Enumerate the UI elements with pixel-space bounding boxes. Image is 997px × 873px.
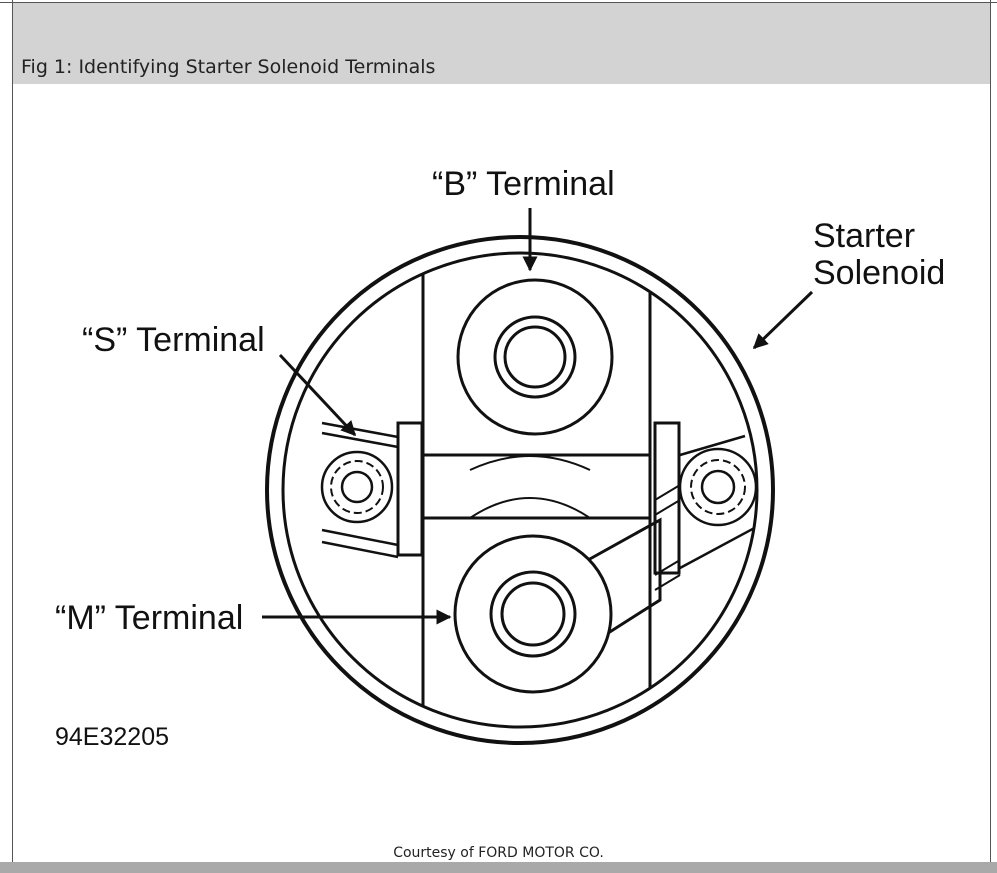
m-terminal-label: “M” Terminal: [55, 599, 243, 637]
solenoid-arrow: [752, 290, 814, 350]
s-terminal-arrow: [278, 353, 357, 437]
starter-solenoid-label-line2: Solenoid: [813, 254, 945, 292]
b-terminal-label: “B” Terminal: [432, 165, 615, 203]
bottom-bar: [0, 862, 997, 873]
solenoid-outer-ring: [265, 235, 775, 745]
title-bar: Fig 1: Identifying Starter Solenoid Term…: [13, 3, 990, 84]
m-terminal-stud: [489, 570, 577, 658]
starter-solenoid-label-line1: Starter: [813, 217, 915, 255]
window-left-border: [12, 0, 13, 862]
b-terminal-stud: [493, 315, 577, 399]
s-terminal-stud: [320, 450, 394, 524]
solenoid-body: [321, 260, 757, 727]
b-terminal-outer: [456, 278, 614, 436]
figure-title: Fig 1: Identifying Starter Solenoid Term…: [21, 56, 436, 78]
figure-code: 94E32205: [55, 723, 169, 751]
s-terminal-label: “S” Terminal: [82, 321, 265, 359]
window-top-border: [0, 2, 997, 3]
window-right-border: [990, 0, 991, 862]
m-terminal-outer: [453, 534, 613, 694]
courtesy-credit: Courtesy of FORD MOTOR CO.: [393, 845, 604, 861]
